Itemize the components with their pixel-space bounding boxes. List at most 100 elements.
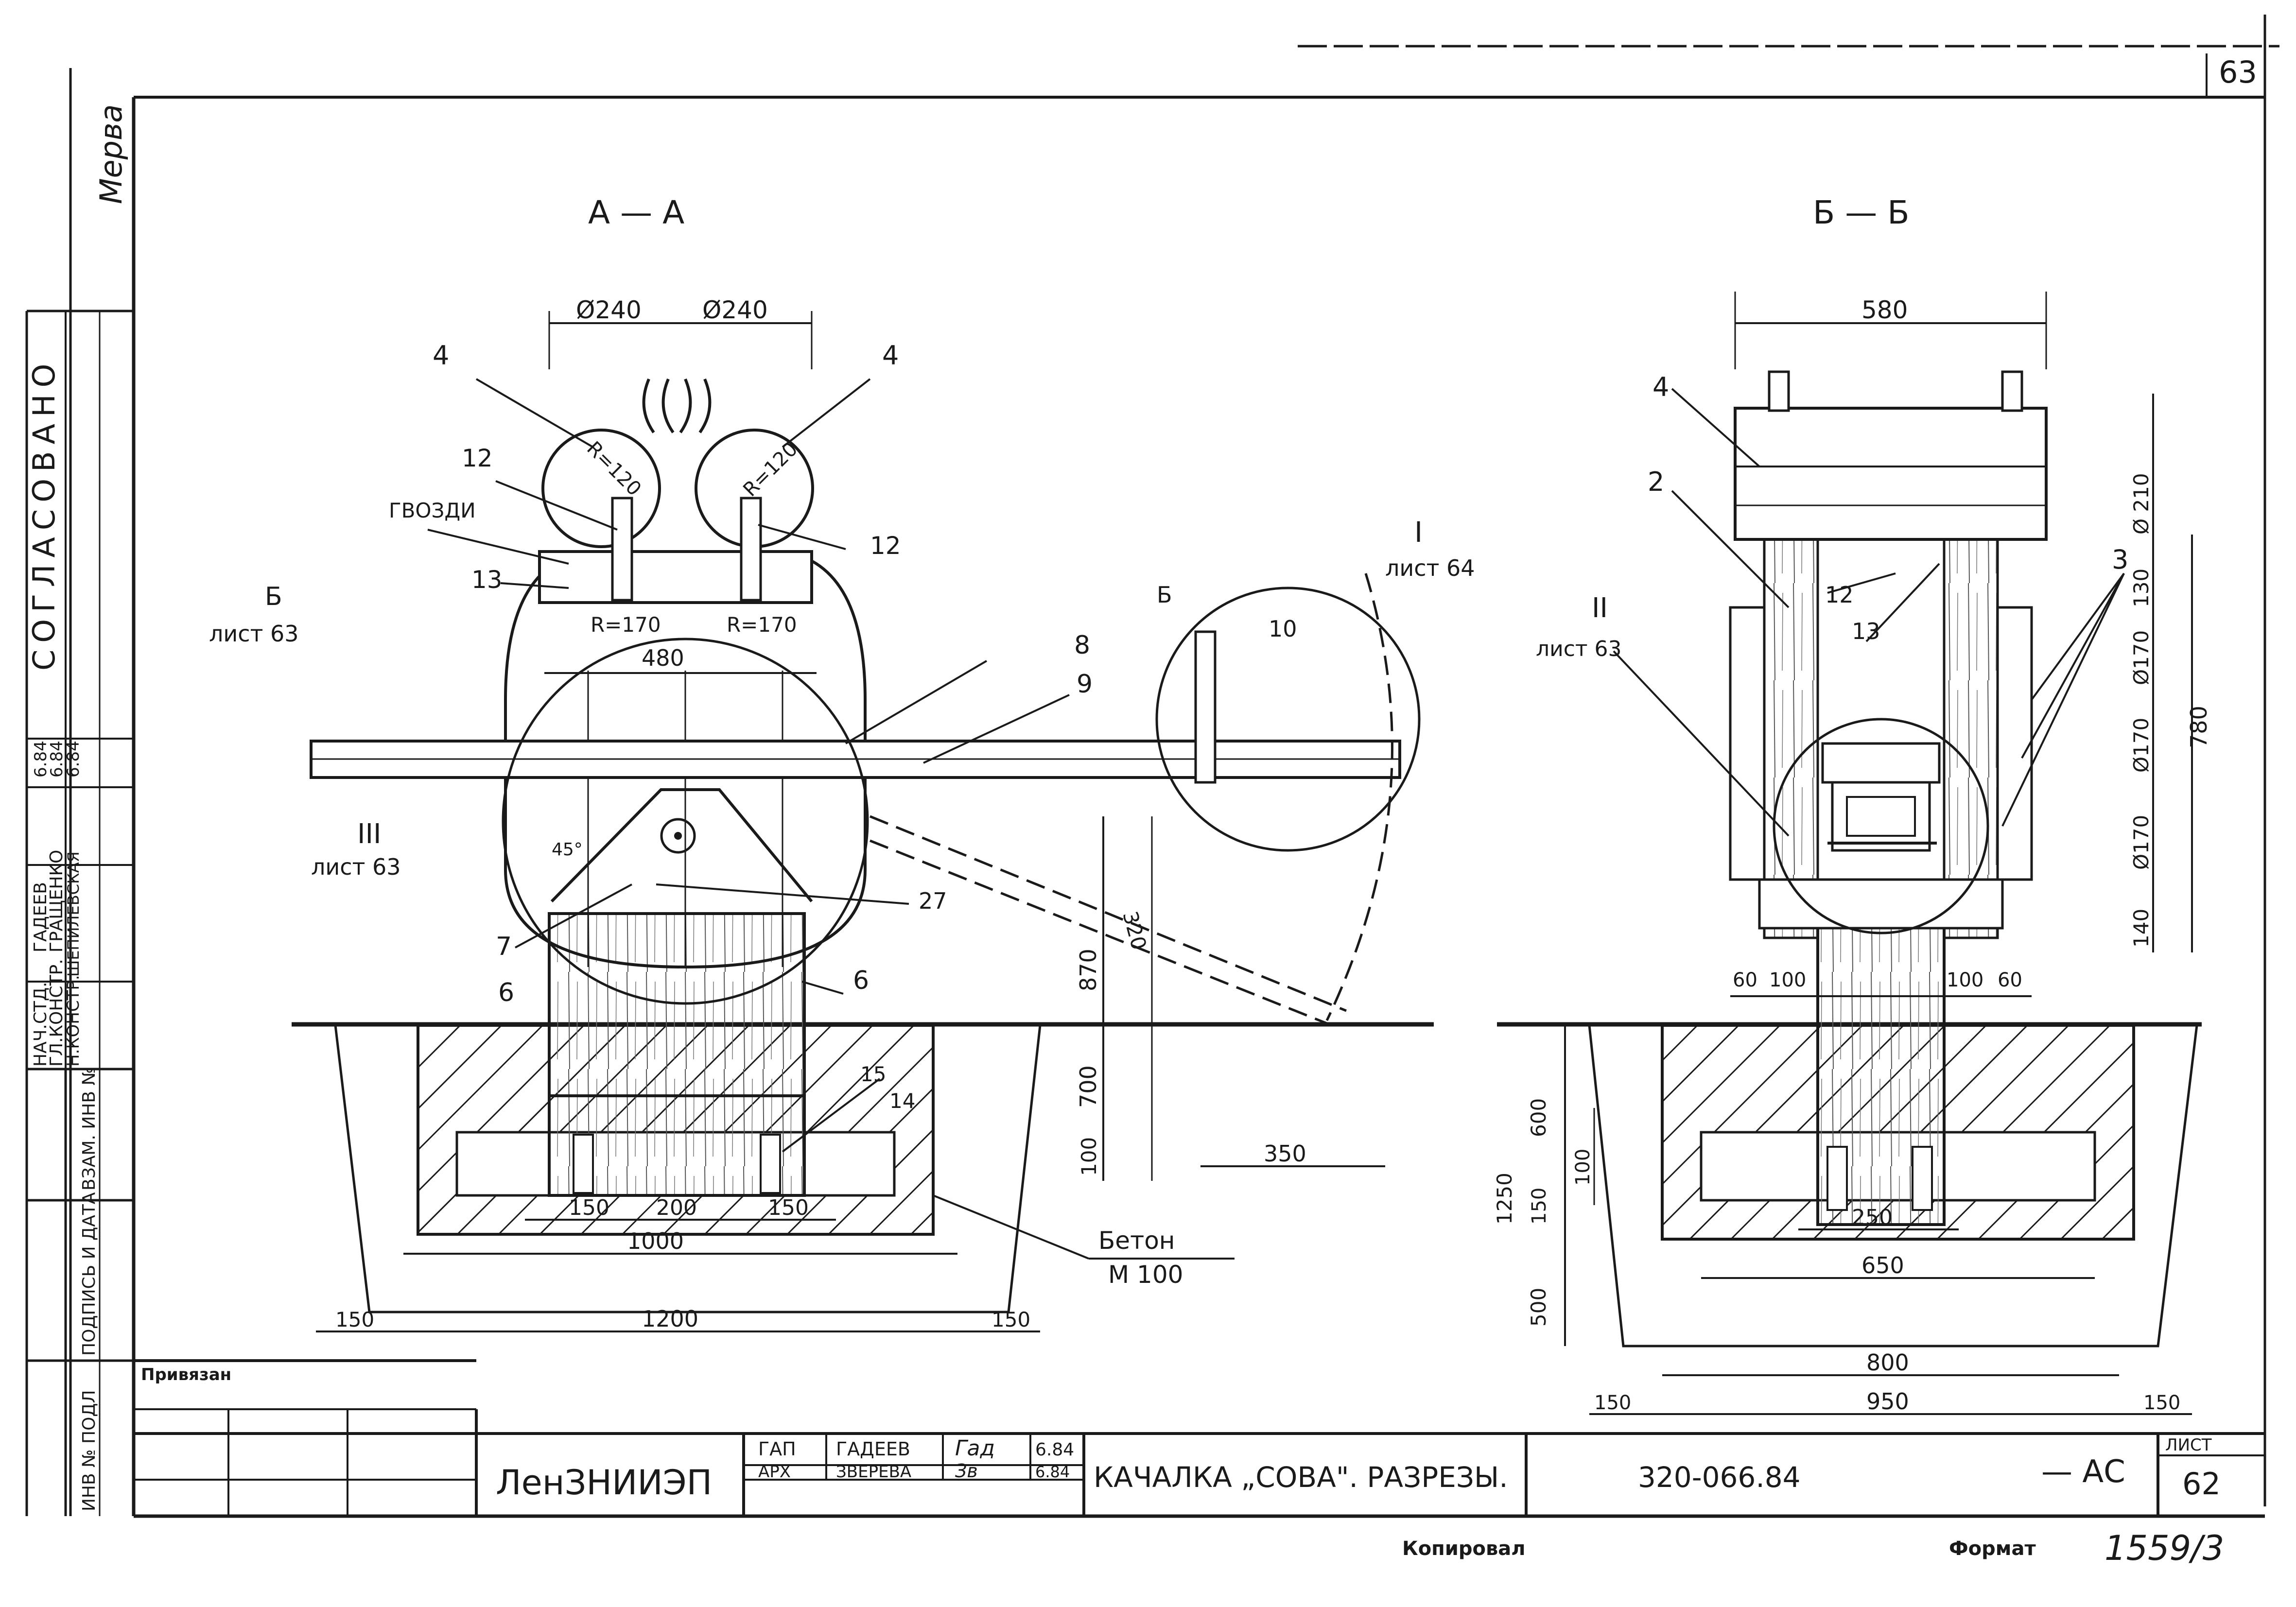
aa-dim-700: 700	[1075, 1065, 1101, 1108]
aa-cut-ii-mark: Б	[1157, 582, 1172, 608]
role-arch: АРХ	[758, 1462, 791, 1482]
stamp-date-1: 6.84	[31, 741, 51, 778]
sheet-corner-number: 63	[2219, 54, 2257, 90]
aa-part-13: 13	[471, 566, 503, 594]
aa-dim-d240-left: Ø240	[576, 296, 642, 324]
side-stamp	[25, 310, 134, 1516]
stamp-date-2: 6.84	[47, 741, 67, 778]
aa-dim-150-outer-left: 150	[335, 1308, 374, 1331]
sheet-number: 62	[2182, 1466, 2221, 1502]
stamp-date-3: 6.84	[64, 741, 83, 778]
aa-dim-100: 100	[1077, 1137, 1101, 1176]
bb-dim-d210: Ø 210	[2129, 473, 2153, 535]
aa-dim-45: 45°	[552, 840, 583, 860]
drawing-title: КАЧАЛКА „СОВА". РАЗРЕЗЫ.	[1094, 1461, 1508, 1494]
bb-dim-250: 250	[1852, 1205, 1893, 1230]
aa-dim-320: 320	[1118, 909, 1151, 952]
aa-part-4-left: 4	[433, 340, 449, 371]
date-zvereva: 6.84	[1035, 1463, 1070, 1481]
bb-dim-d170-a: Ø170	[2129, 630, 2153, 685]
archive-number: 1559/3	[2105, 1528, 2224, 1568]
organization-name: ЛенЗНИИЭП	[496, 1463, 712, 1503]
bb-dim-130: 130	[2129, 569, 2153, 607]
section-aa-title: А — А	[588, 194, 684, 231]
aa-part-8: 8	[1074, 631, 1090, 660]
name-gadeev: ГАДЕЕВ	[836, 1438, 910, 1460]
stamp-col-inv-original: ИНВ № ПОДЛ	[79, 1390, 99, 1511]
aa-part-9: 9	[1077, 670, 1093, 699]
aa-dim-1000: 1000	[627, 1228, 684, 1254]
aa-dim-r170-right: R=170	[727, 613, 797, 637]
date-gadeev: 6.84	[1035, 1440, 1074, 1460]
bb-left-leg	[1763, 538, 1819, 939]
bb-dim-60-right: 60	[1998, 969, 2022, 991]
bb-dim-950: 950	[1866, 1388, 1909, 1415]
aa-part-4-right: 4	[882, 340, 899, 371]
bb-dim-580: 580	[1861, 296, 1908, 324]
aa-dim-r170-left: R=170	[591, 613, 661, 637]
aa-dim-480: 480	[642, 645, 684, 671]
bb-dim-150-left: 150	[1594, 1392, 1631, 1414]
aa-part-12-left: 12	[462, 444, 493, 472]
aa-dim-150-right: 150	[768, 1195, 809, 1220]
bb-right-leg	[1943, 538, 1999, 939]
aa-part-15: 15	[860, 1062, 886, 1086]
left-eye-log	[541, 429, 661, 548]
bound-label: Привязан	[141, 1365, 231, 1384]
stamp-role-1: НАЧ.СТД.	[31, 982, 51, 1067]
bb-dim-140: 140	[2129, 909, 2153, 948]
aa-node-iii-sheet: лист 63	[311, 854, 401, 880]
aa-part-6-right: 6	[853, 966, 869, 995]
aa-node-i-sheet: лист 64	[1385, 555, 1475, 581]
bb-top-log	[1734, 407, 2048, 541]
bb-dim-d170-b: Ø170	[2129, 718, 2153, 773]
aa-node-i: I	[1414, 516, 1423, 549]
aa-part-27: 27	[919, 888, 947, 914]
bb-part-12: 12	[1825, 582, 1854, 608]
seesaw-handle	[1194, 630, 1217, 784]
bb-dim-600: 600	[1527, 1098, 1550, 1137]
section-bb-title: Б — Б	[1813, 194, 1910, 231]
aa-dim-r120-left: R=120	[582, 437, 645, 501]
aa-cut-b-sheet: лист 63	[209, 621, 299, 647]
bb-dim-780: 780	[2186, 706, 2212, 748]
bb-dim-150-right: 150	[2143, 1392, 2180, 1414]
format-label: Формат	[1949, 1538, 2036, 1560]
aa-part-12-right: 12	[870, 532, 901, 560]
stamp-name-1: ГАДЕЕВ	[31, 882, 51, 952]
bb-node-ii-sheet: лист 63	[1536, 637, 1622, 661]
aa-dim-1200: 1200	[642, 1306, 698, 1332]
bb-dim-150: 150	[1528, 1188, 1550, 1225]
owl-body	[504, 555, 867, 969]
aa-dim-350: 350	[1264, 1140, 1306, 1167]
bb-node-ii: II	[1592, 592, 1608, 624]
bb-part-13: 13	[1852, 618, 1880, 644]
bb-dim-60-left: 60	[1733, 969, 1757, 991]
role-gap: ГАП	[758, 1438, 796, 1460]
signature-gadeev: Гад	[955, 1436, 995, 1461]
aa-node-iii: III	[357, 818, 382, 850]
sheet-frame	[69, 15, 2279, 1518]
signature-zvereva: Зв	[955, 1460, 978, 1482]
bb-dim-650: 650	[1861, 1252, 1904, 1279]
bb-dim-100-left: 100	[1769, 969, 1806, 991]
name-zvereva: ЗВЕРЕВА	[836, 1462, 911, 1482]
bb-dim-500: 500	[1527, 1288, 1550, 1327]
saddle-board	[538, 550, 813, 604]
document-number: 320-066.84	[1638, 1461, 1801, 1494]
copier-label: Копировал	[1402, 1538, 1526, 1560]
aa-concrete-label: Бетон	[1098, 1227, 1175, 1255]
bb-dim-800: 800	[1866, 1349, 1909, 1376]
aa-cut-b-mark: Б	[265, 582, 282, 611]
bb-part-3: 3	[2112, 544, 2128, 575]
aa-part-14: 14	[889, 1089, 915, 1113]
aa-dim-150-left: 150	[569, 1195, 609, 1220]
bb-dim-1250: 1250	[1493, 1173, 1516, 1225]
section-aa-drawing	[292, 311, 1434, 1332]
bb-node-ii-circle	[1773, 718, 1989, 934]
bb-dim-d170-c: Ø170	[2129, 815, 2153, 870]
stamp-role-2: ГЛ.КОНСТР.	[47, 959, 67, 1067]
node-i-circle	[1155, 587, 1421, 852]
signature-stamp: Мерва	[93, 104, 129, 204]
